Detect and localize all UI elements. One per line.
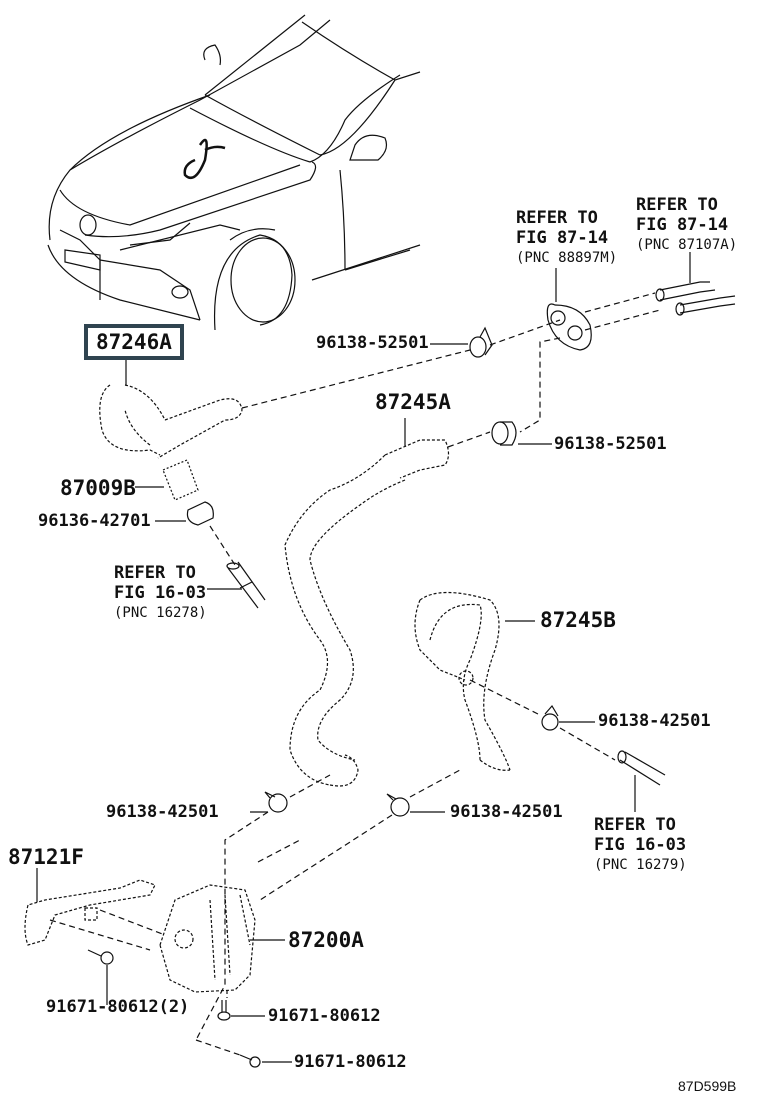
grommet	[546, 303, 592, 351]
part-label-87009B[interactable]: 87009B	[60, 476, 136, 500]
part-label-87121F[interactable]: 87121F	[8, 845, 84, 869]
part-label-96138-42501[interactable]: 96138-42501	[450, 802, 563, 822]
reference-line1: REFER TO	[636, 195, 718, 215]
part-label-87245B[interactable]: 87245B	[540, 608, 616, 632]
reference-line1: REFER TO	[594, 815, 676, 835]
reference-fig-87-14-87107A: REFER TO FIG 87-14 (PNC 87107A)	[636, 195, 737, 255]
part-label-91671-80612-2[interactable]: 91671-80612(2)	[46, 997, 190, 1017]
part-label-87246A-highlighted[interactable]: 87246A	[84, 324, 184, 360]
hose-87245B	[414, 591, 511, 771]
reference-pnc: (PNC 88897M)	[516, 250, 618, 266]
part-label-96138-52501[interactable]: 96138-52501	[316, 333, 429, 353]
reference-pnc: (PNC 87107A)	[636, 237, 738, 253]
part-label-96138-52501[interactable]: 96138-52501	[554, 434, 667, 454]
pipe-16279	[617, 750, 666, 786]
reference-line2: FIG 87-14	[636, 215, 729, 235]
part-label-91671-80612[interactable]: 91671-80612	[294, 1052, 407, 1072]
part-label-87200A[interactable]: 87200A	[288, 928, 364, 952]
part-label-96138-42501[interactable]: 96138-42501	[106, 802, 219, 822]
clip-96138-52501-a	[469, 326, 493, 358]
part-label-96136-42701[interactable]: 96136-42701	[38, 511, 151, 531]
reference-line1: REFER TO	[114, 563, 196, 583]
clip-96138-42501-c	[386, 793, 410, 817]
part-label-91671-80612[interactable]: 91671-80612	[268, 1006, 381, 1026]
bolt-91671-80612-2	[87, 949, 114, 965]
label-87009B	[162, 459, 199, 501]
hose-87246A	[99, 384, 243, 459]
clip-96138-42501-b	[264, 791, 288, 813]
part-label-87245A[interactable]: 87245A	[375, 390, 451, 414]
reference-pnc: (PNC 16279)	[594, 857, 687, 873]
water-pump-87200A	[159, 884, 256, 993]
figure-code: 87D599B	[678, 1078, 737, 1094]
bolt-91671-80612-b	[239, 1054, 261, 1068]
reference-pnc: (PNC 16278)	[114, 605, 207, 621]
clip-96138-42501-a	[541, 704, 559, 731]
reference-line2: FIG 16-03	[114, 583, 207, 603]
reference-line2: FIG 16-03	[594, 835, 687, 855]
bolt-91671-80612-a	[217, 1000, 231, 1021]
reference-fig-87-14-88897M: REFER TO FIG 87-14 (PNC 88897M)	[516, 208, 617, 268]
pipe-16278	[226, 561, 266, 609]
hose-87245A	[284, 439, 450, 787]
pipes-87107A	[655, 281, 736, 316]
reference-line1: REFER TO	[516, 208, 598, 228]
vehicle-illustration	[47, 14, 421, 331]
part-label-96138-42501[interactable]: 96138-42501	[598, 711, 711, 731]
reference-line2: FIG 87-14	[516, 228, 609, 248]
reference-fig-16-03-16278: REFER TO FIG 16-03 (PNC 16278)	[114, 563, 207, 623]
clip-96138-52501-b	[491, 421, 517, 446]
clip-96136-42701	[186, 501, 214, 526]
bracket-87121F	[24, 879, 156, 946]
reference-fig-16-03-16279: REFER TO FIG 16-03 (PNC 16279)	[594, 815, 687, 875]
